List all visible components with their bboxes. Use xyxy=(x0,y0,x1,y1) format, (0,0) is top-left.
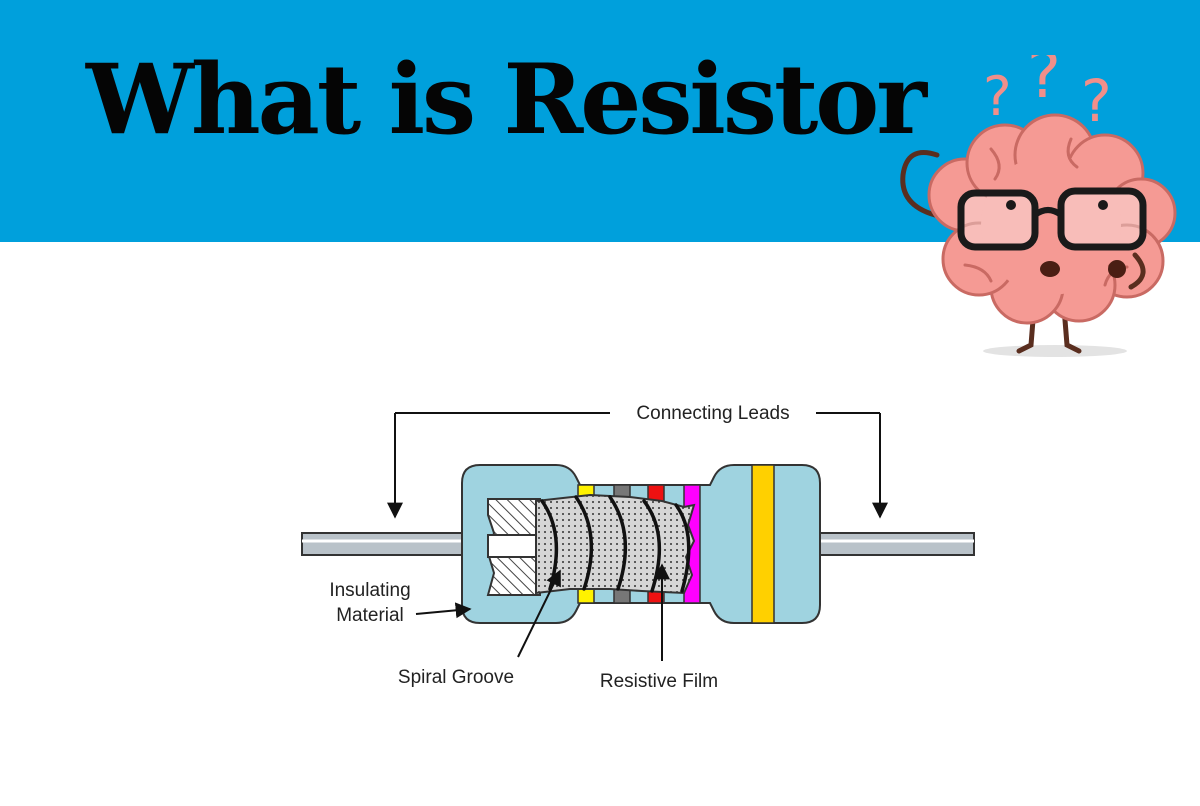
question-mark-1: ? xyxy=(983,65,1012,128)
label-material: Material xyxy=(336,605,404,626)
title-banner: What is Resistor xyxy=(0,0,1200,242)
label-insulating: Insulating xyxy=(329,580,410,601)
confused-brain-icon: ? ? ? xyxy=(900,55,1177,357)
label-resistive-film: Resistive Film xyxy=(600,671,718,692)
left-lead xyxy=(301,532,471,556)
spiral-groove xyxy=(540,495,691,593)
ceramic-core xyxy=(535,493,696,595)
right-lead xyxy=(809,532,975,556)
resistor-diagram: Connecting Leads Insulating Material Spi… xyxy=(301,403,975,692)
band-gold xyxy=(751,464,775,624)
page-title: What is Resistor xyxy=(86,43,927,156)
label-connecting-leads: Connecting Leads xyxy=(636,403,789,424)
question-mark-3: ? xyxy=(1081,67,1112,135)
question-mark-2: ? xyxy=(1027,55,1061,113)
label-spiral-groove: Spiral Groove xyxy=(398,667,514,688)
